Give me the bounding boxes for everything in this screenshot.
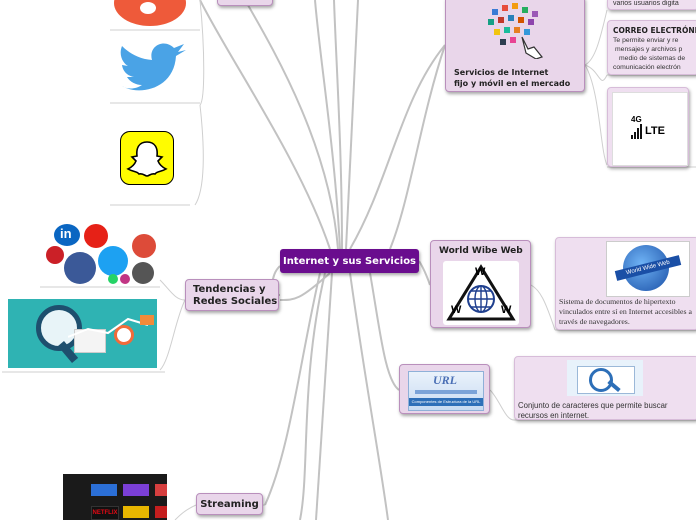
- streaming-title: Streaming: [200, 498, 259, 510]
- tendencias-redes-node[interactable]: Tendencias y Redes Sociales: [185, 279, 279, 311]
- www-title: World Wibe Web: [439, 246, 523, 256]
- www-letter-top: W: [475, 266, 486, 278]
- top-right-text-node[interactable]: varios usuarios digita: [607, 0, 696, 10]
- lte-4g-label: 4G: [631, 115, 642, 124]
- tendencias-title-line1: Tendencias y: [193, 284, 266, 295]
- tendencias-title-line2: Redes Sociales: [193, 296, 278, 307]
- servicios-title-line2: fijo y móvil en el mercado: [454, 79, 571, 88]
- lte-node[interactable]: 4G LTE: [607, 87, 689, 167]
- top-left-stub-node[interactable]: [217, 0, 273, 6]
- www-description-text: Sistema de documentos de hipertexto vinc…: [559, 297, 692, 326]
- correo-line4: comunicación electrón: [613, 64, 681, 71]
- social-media-collage-image: in: [42, 222, 158, 286]
- www-letter-right: W: [501, 304, 512, 316]
- central-topic[interactable]: Internet y sus Servicios: [280, 249, 419, 273]
- streaming-node[interactable]: Streaming: [196, 493, 263, 515]
- snapchat-logo-image: [120, 131, 174, 185]
- lte-image: 4G LTE: [612, 92, 688, 166]
- app-icons-hand-icon: [488, 3, 544, 59]
- world-wide-web-node[interactable]: World Wibe Web W W W: [430, 240, 531, 328]
- url-node[interactable]: URL Componentes de Estructura de la URL: [399, 364, 490, 414]
- streaming-tv-image: NETFLIX: [63, 474, 167, 520]
- url-description-text: Conjunto de caracteres que permite busca…: [518, 401, 668, 420]
- url-image-caption: Componentes de Estructura de la URL: [409, 398, 483, 406]
- lte-label: LTE: [645, 125, 665, 137]
- servicios-title-line1: Servicios de Internet: [454, 68, 549, 77]
- correo-line3: medio de sistemas de: [619, 55, 686, 62]
- central-topic-label: Internet y sus Servicios: [282, 255, 417, 267]
- analytics-illustration-image: [8, 299, 157, 368]
- www-globe-image: World Wide Web: [606, 241, 690, 297]
- correo-electronico-node[interactable]: CORREO ELECTRÓNICO Te permite enviar y r…: [607, 20, 696, 75]
- correo-title: CORREO ELECTRÓNICO: [613, 26, 696, 35]
- url-description-node[interactable]: Conjunto de caracteres que permite busca…: [514, 356, 696, 420]
- weibo-logo-image: [112, 0, 190, 30]
- www-letter-left: W: [451, 304, 462, 316]
- correo-line2: mensajes y archivos p: [615, 46, 683, 53]
- url-image: URL Componentes de Estructura de la URL: [408, 371, 484, 411]
- top-right-text: varios usuarios digita: [613, 0, 679, 7]
- www-description-node[interactable]: World Wide Web Sistema de documentos de …: [555, 237, 696, 330]
- netflix-tile: NETFLIX: [91, 506, 119, 520]
- url-image-title: URL: [433, 373, 457, 387]
- url-search-image: [567, 360, 643, 396]
- www-logo-icon: [443, 261, 519, 325]
- correo-line1: Te permite enviar y re: [613, 37, 679, 44]
- servicios-internet-node[interactable]: Servicios de Internet fijo y móvil en el…: [445, 0, 585, 92]
- twitter-logo-image: [114, 40, 190, 102]
